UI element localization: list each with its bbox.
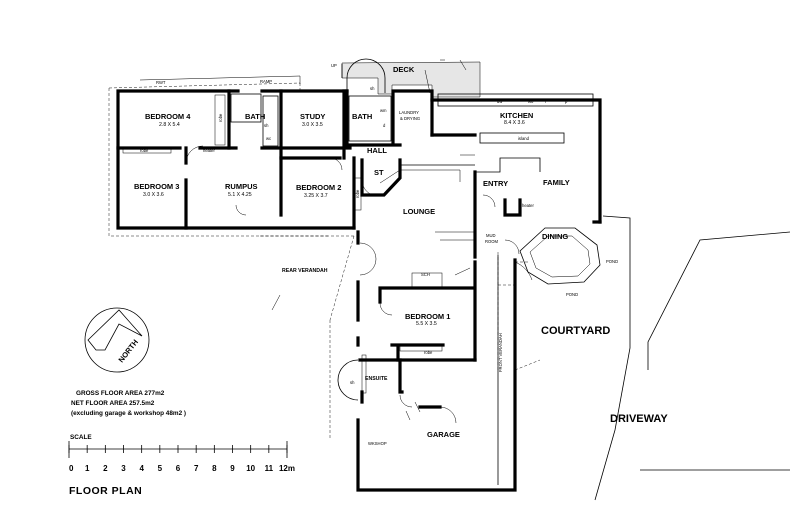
- label-wc: wc: [266, 136, 271, 141]
- room-bedroom2: BEDROOM 2: [296, 183, 341, 192]
- room-bedroom2-dim: 3.25 X 3.7: [304, 193, 328, 199]
- room-rumpus: RUMPUS: [225, 182, 258, 191]
- label-pond-2: POND: [566, 292, 578, 297]
- room-entry: ENTRY: [483, 179, 508, 188]
- label-up: UP: [331, 63, 337, 68]
- room-kitchen-dim: 8.4 X 3.6: [504, 120, 525, 126]
- label-dryer: d: [383, 123, 386, 128]
- scale-tick-label: 5: [158, 464, 163, 473]
- label-robe-2: robe: [218, 113, 223, 122]
- room-st: ST: [374, 168, 384, 177]
- label-deck: DECK: [393, 65, 415, 74]
- label-driveway: DRIVEWAY: [610, 413, 668, 425]
- label-pantry: p: [565, 99, 568, 104]
- room-bedroom1-dim: 5.5 X 3.5: [416, 321, 437, 327]
- scale-label: SCALE: [70, 434, 92, 441]
- label-dw: dw: [497, 99, 503, 104]
- room-mudroom-2: ROOM: [485, 239, 499, 244]
- excluding-note: (excluding garage & workshop 48m2 ): [71, 410, 186, 417]
- label-pond-1: POND: [606, 259, 618, 264]
- label-front-verandah: FRONT VERANDAH: [498, 333, 503, 372]
- fixture-labels: robe robe robe robe heater heater sh sh …: [140, 86, 568, 385]
- plan-title: FLOOR PLAN: [69, 485, 142, 497]
- scale-tick-label: 10: [246, 464, 255, 473]
- net-area: NET FLOOR AREA 257.5m2: [71, 400, 155, 407]
- room-study-dim: 3.0 X 3.5: [302, 122, 323, 128]
- label-ramp: RAMP: [260, 79, 272, 84]
- verandah-lines: [108, 59, 790, 501]
- scale-tick-label: 12m: [279, 464, 295, 473]
- scale-tick-label: 11: [265, 464, 274, 473]
- room-dining: DINING: [542, 232, 568, 241]
- room-bedroom3-dim: 3.0 X 3.6: [143, 192, 164, 198]
- label-wm: wm: [380, 108, 387, 113]
- label-rear-verandah: REAR VERANDAH: [282, 268, 328, 274]
- scale-tick-label: 0: [69, 464, 74, 473]
- scale-tick-label: 4: [139, 464, 144, 473]
- room-kitchen: KITCHEN: [500, 111, 533, 120]
- scale-tick-label: 1: [85, 464, 90, 473]
- deck-area: [341, 61, 481, 98]
- walls: [116, 89, 602, 492]
- label-courtyard: COURTYARD: [541, 325, 610, 337]
- fixtures-lines: [122, 58, 601, 424]
- north-label: NORTH: [116, 338, 140, 365]
- label-heater-2: heater: [522, 203, 534, 208]
- label-sch: SCH: [421, 272, 430, 277]
- label-robe-4: robe: [424, 350, 433, 355]
- room-mudroom-1: MUD: [486, 233, 496, 238]
- room-labels: BEDROOM 4 2.8 X 5.4 BATH STUDY 3.0 X 3.5…: [134, 110, 570, 446]
- label-wo: wo: [528, 99, 534, 104]
- room-ensuite: ENSUITE: [365, 376, 388, 382]
- room-laundry-1: LAUNDRY: [399, 110, 419, 115]
- room-bedroom1: BEDROOM 1: [405, 312, 450, 321]
- room-bath-2: BATH: [352, 112, 372, 121]
- room-lounge: LOUNGE: [403, 207, 435, 216]
- scale-tick-label: 3: [121, 464, 126, 473]
- label-heater-1: heater: [203, 148, 215, 153]
- gross-area: GROSS FLOOR AREA 277m2: [76, 390, 165, 397]
- scale-tick-label: 8: [212, 464, 217, 473]
- label-sh-1: sh: [264, 123, 269, 128]
- outdoor-labels: DECK UP RWT RAMP REAR VERANDAH COURTYARD…: [156, 63, 668, 425]
- label-robe-3: robe: [355, 189, 360, 198]
- label-island: island: [518, 136, 530, 141]
- room-bath-1: BATH: [245, 112, 265, 121]
- label-sh-3: sh: [350, 380, 355, 385]
- room-study: STUDY: [300, 112, 325, 121]
- room-rumpus-dim: 5.1 X 4.25: [228, 192, 252, 198]
- label-fridge: f: [545, 99, 547, 104]
- room-bedroom3: BEDROOM 3: [134, 182, 179, 191]
- room-family: FAMILY: [543, 178, 570, 187]
- scale-tick-label: 7: [194, 464, 199, 473]
- room-bedroom4: BEDROOM 4: [145, 112, 191, 121]
- north-arrow: NORTH: [84, 307, 150, 373]
- label-robe-1: robe: [140, 148, 149, 153]
- scale-tick-label: 2: [103, 464, 108, 473]
- label-sh-2: sh: [370, 86, 375, 91]
- room-garage: GARAGE: [427, 430, 460, 439]
- room-bedroom4-dim: 2.8 X 5.4: [159, 122, 180, 128]
- label-rwt: RWT: [156, 80, 166, 85]
- room-wkshop: WKSHOP: [368, 441, 387, 446]
- scale-tick-label: 6: [176, 464, 181, 473]
- scale-bar: 0 1 2 3 4 5 6 7 8 9 10 11 12m: [68, 441, 295, 473]
- room-hall: HALL: [367, 146, 387, 155]
- room-laundry-2: & DRYING: [400, 116, 420, 121]
- scale-tick-label: 9: [230, 464, 235, 473]
